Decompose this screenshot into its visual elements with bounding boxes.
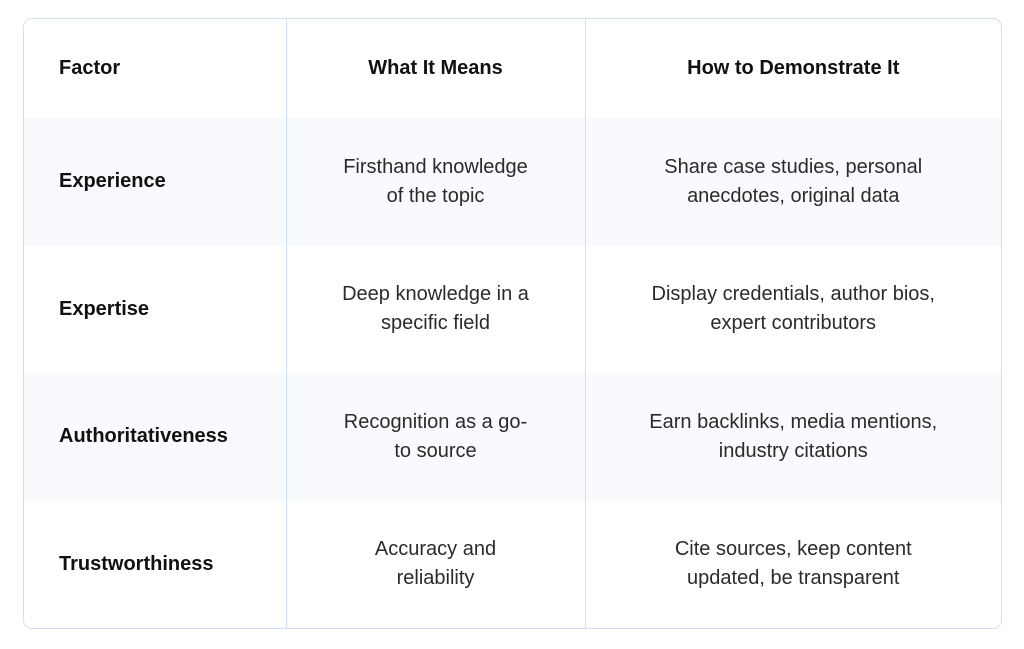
meaning-line: of the topic (386, 184, 485, 207)
eeat-table-card: Factor What It Means How to Demonstrate … (23, 18, 1002, 629)
meaning-cell: Recognition as a go- to source (285, 373, 585, 501)
meaning-line: reliability (396, 567, 475, 590)
table-row-authoritativeness: Authoritativeness Recognition as a go- t… (24, 373, 1001, 501)
header-how-to-demonstrate: How to Demonstrate It (584, 19, 1001, 118)
meaning-cell: Deep knowledge in a specific field (285, 245, 585, 373)
factor-cell: Expertise (59, 297, 150, 320)
table-row-expertise: Expertise Deep knowledge in a specific f… (24, 245, 1001, 373)
demonstrate-line: Share case studies, personal (664, 155, 923, 178)
demonstrate-line: Earn backlinks, media mentions, (649, 410, 938, 433)
meaning-line: specific field (381, 312, 490, 335)
meaning-cell: Accuracy and reliability (285, 500, 585, 628)
meaning-line: to source (394, 439, 477, 462)
factor-cell: Authoritativeness (59, 425, 228, 448)
demonstrate-line: Display credentials, author bios, (651, 283, 935, 306)
demonstrate-line: Cite sources, keep content (674, 538, 912, 561)
demonstrate-line: anecdotes, original data (687, 184, 900, 207)
demonstrate-cell: Share case studies, personal anecdotes, … (584, 118, 1001, 246)
factor-cell: Trustworthiness (59, 552, 214, 575)
header-factor: Factor (59, 57, 121, 79)
eeat-table: Factor What It Means How to Demonstrate … (24, 19, 1001, 628)
meaning-line: Accuracy and (374, 538, 497, 561)
meaning-line: Firsthand knowledge (343, 155, 528, 178)
meaning-cell: Firsthand knowledge of the topic (285, 118, 585, 246)
demonstrate-line: expert contributors (710, 312, 877, 335)
demonstrate-cell: Display credentials, author bios, expert… (584, 245, 1001, 373)
factor-cell: Experience (59, 170, 166, 193)
meaning-line: Recognition as a go- (343, 410, 528, 433)
demonstrate-line: updated, be transparent (687, 567, 900, 590)
header-what-it-means: What It Means (285, 19, 585, 118)
demonstrate-line: industry citations (718, 439, 868, 462)
table-header-row: Factor What It Means How to Demonstrate … (24, 19, 1001, 118)
meaning-line: Deep knowledge in a (342, 283, 529, 306)
table-row-experience: Experience Firsthand knowledge of the to… (24, 118, 1001, 246)
table-row-trustworthiness: Trustworthiness Accuracy and reliability… (24, 500, 1001, 628)
demonstrate-cell: Cite sources, keep content updated, be t… (584, 500, 1001, 628)
demonstrate-cell: Earn backlinks, media mentions, industry… (584, 373, 1001, 501)
